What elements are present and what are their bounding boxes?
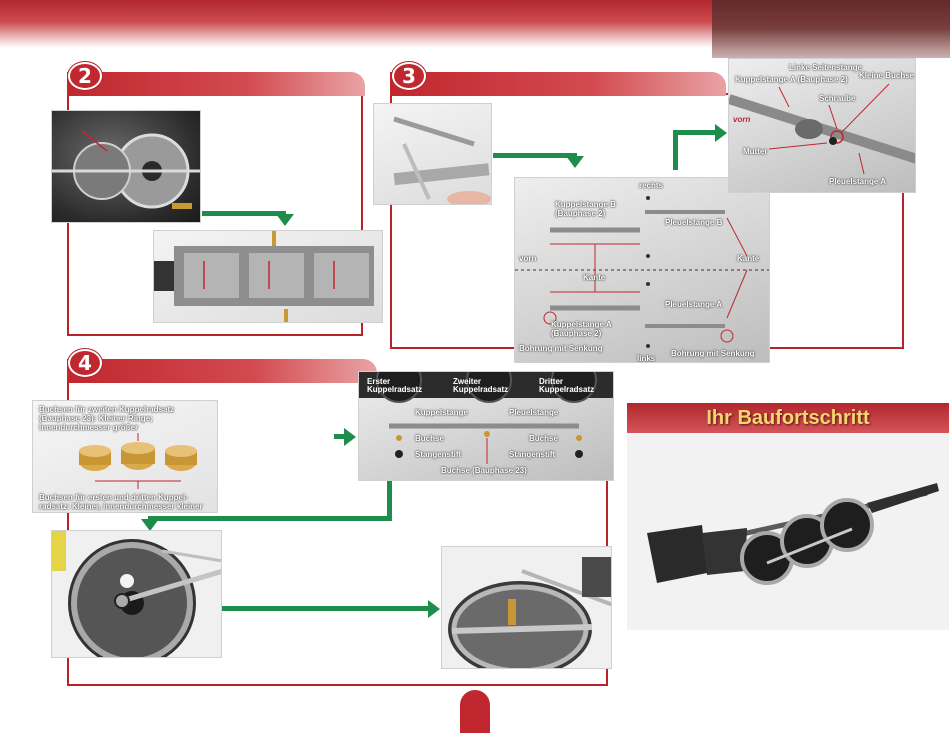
step-3-arrow-2-vertical: [673, 130, 678, 170]
detail-kleine-buchse: Kleine Buchse: [859, 71, 915, 80]
detail-schraube: Schraube: [819, 94, 856, 103]
bushing-label-bottom: Buchsen für ersten und dritten Kuppel-ra…: [39, 493, 203, 511]
step-4-arrow-3: [222, 606, 430, 611]
step-2-arrow-head: [276, 214, 294, 226]
label-kuppelstange-a: Kuppelstange A (Bauphase 2): [551, 320, 612, 338]
step-4-photo-overview: Erster Kuppelradsatz Zweiter Kuppelradsa…: [358, 371, 614, 481]
overview-erster: Erster Kuppelradsatz: [367, 377, 423, 394]
overview-pleuelstange: Pleuelstange: [509, 408, 559, 417]
bushing-label-top: Buchsen für zweiten Kuppelradsatz (Bauph…: [39, 405, 175, 432]
step-4-photo-bushings: Buchsen für zweiten Kuppelradsatz (Bauph…: [32, 400, 218, 513]
progress-title: Ihr Baufortschritt: [706, 407, 870, 429]
step-4-arrow-2-head: [141, 519, 159, 531]
step-4-arrow-3-head: [428, 600, 440, 618]
step-3-arrow-1: [493, 153, 577, 158]
step-2-tab: [67, 72, 365, 96]
progress-panel: Ihr Baufortschritt: [627, 403, 949, 630]
bushings-illustration: [79, 433, 197, 489]
detail-kuppelstange-a: Kuppelstange A (Bauphase 2): [735, 75, 848, 84]
step-3-photo-layout: Kuppelstange B (Bauphase 2) rechts Pleue…: [514, 177, 770, 363]
detail-vorn: vorn: [733, 115, 751, 124]
rods-illustration: [393, 116, 491, 204]
step-3-badge: 3: [392, 62, 426, 90]
step-4-tab: [67, 359, 377, 383]
overview-dritter: Dritter Kuppelradsatz: [539, 377, 595, 394]
label-vorn: vorn: [519, 254, 537, 263]
overview-kuppelstange: Kuppelstange: [415, 408, 468, 417]
step-4-badge: 4: [68, 349, 102, 377]
step-3-photo-rods: [373, 103, 492, 205]
step-4-arrow-1: [334, 434, 346, 439]
label-bohrung-left: Bohrung mit Senkung: [519, 344, 603, 353]
chassis-illustration: [154, 231, 374, 322]
step-4-photo-wheel-1: [51, 530, 222, 658]
label-kuppelstange-b: Kuppelstange B (Bauphase 2): [555, 200, 616, 218]
page-number-tab: [460, 690, 490, 733]
detail-mutter: Mutter: [743, 147, 768, 156]
label-pleuelstange-a: Pleuelstange A: [665, 300, 723, 309]
progress-locomotive-illustration: [647, 483, 939, 585]
label-pleuelstange-b: Pleuelstange B: [665, 218, 723, 227]
step-3-tab: [390, 72, 726, 96]
rod-detail-illustration: [729, 83, 915, 175]
step-3-arrow-2-horizontal: [673, 130, 717, 135]
step-2-photo-chassis: [153, 230, 383, 323]
overview-zweiter: Zweiter Kuppelradsatz: [453, 377, 509, 394]
step-2-arrow: [202, 211, 286, 216]
rod-layout-illustration: [515, 196, 769, 348]
overview-stangenstift-left: Stangenstift: [415, 450, 462, 459]
wheelset-illustration: [52, 130, 200, 209]
label-rechts: rechts: [639, 181, 664, 190]
overview-buchse-right: Buchse: [529, 434, 558, 443]
detail-linke-seitenstange: Linke Seitenstange: [789, 63, 862, 72]
label-kante-right: Kante: [737, 254, 760, 263]
label-links: links: [637, 354, 656, 363]
overview-buchse-bauphase: Buchse (Bauphase 23): [441, 466, 527, 475]
step-4-photo-wheel-2: [441, 546, 612, 669]
step-3-arrow-2-head: [715, 124, 727, 142]
wheel-2-illustration: [448, 557, 611, 668]
overview-stangenstift-right: Stangenstift: [509, 450, 556, 459]
step-4-arrow-2-horizontal: [148, 516, 392, 521]
detail-pleuelstange-a: Pleuelstange A: [829, 177, 887, 186]
label-kante-center: Kante: [583, 273, 606, 282]
overview-illustration: [359, 372, 613, 464]
step-3-photo-detail: Linke Seitenstange Kuppelstange A (Bauph…: [728, 58, 916, 193]
progress-header: [627, 403, 949, 433]
step-4-arrow-1-head: [344, 428, 356, 446]
step-4-arrow-2-vertical: [387, 481, 392, 519]
wheel-1-illustration: [52, 531, 221, 657]
step-2-badge: 2: [68, 62, 102, 90]
label-bohrung-right: Bohrung mit Senkung: [671, 349, 755, 358]
header-corner-photo: [712, 0, 950, 58]
step-2-photo-wheelset: [51, 110, 201, 223]
overview-buchse-left: Buchse: [415, 434, 444, 443]
step-3-arrow-1-head: [566, 156, 584, 168]
